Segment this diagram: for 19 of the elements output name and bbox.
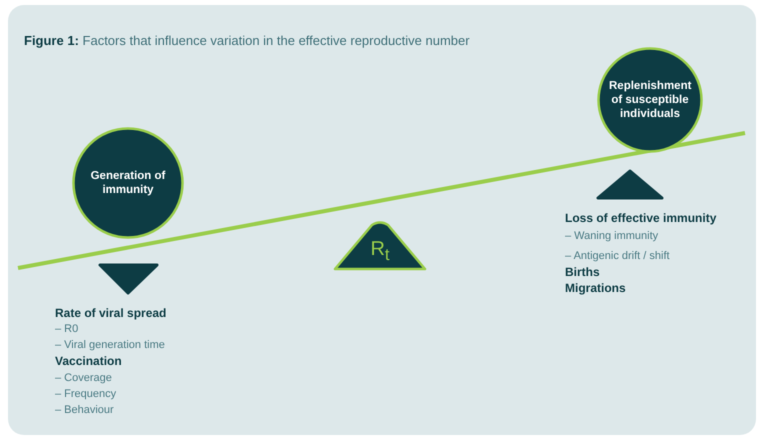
factor-heading: Loss of effective immunity: [565, 211, 716, 225]
circle-node: [72, 127, 184, 239]
circle-node: [597, 47, 703, 153]
factor-item: – Frequency: [55, 388, 116, 400]
factor-item: – Waning immunity: [565, 230, 658, 242]
factor-item: – Behaviour: [55, 404, 114, 416]
symbol-label: R$_{t}$: [370, 242, 390, 262]
node-label: Generation of immunity: [90, 169, 166, 197]
factor-item: – Coverage: [55, 372, 112, 384]
factor-heading: Births: [565, 265, 600, 279]
factor-item: – Antigenic drift / shift: [565, 250, 670, 262]
factor-heading: Rate of viral spread: [55, 306, 166, 320]
figure-title: Figure 1: Factors that influence variation in the effective reproductive number: [24, 33, 470, 48]
factor-heading: Migrations: [565, 281, 626, 295]
factor-heading: Vaccination: [55, 354, 122, 368]
factor-item: – Viral generation time: [55, 339, 165, 351]
factor-item: – R0: [55, 323, 78, 335]
node-label: Replenishment of susceptible individuals: [609, 79, 691, 121]
fulcrum-triangle: [332, 220, 428, 272]
